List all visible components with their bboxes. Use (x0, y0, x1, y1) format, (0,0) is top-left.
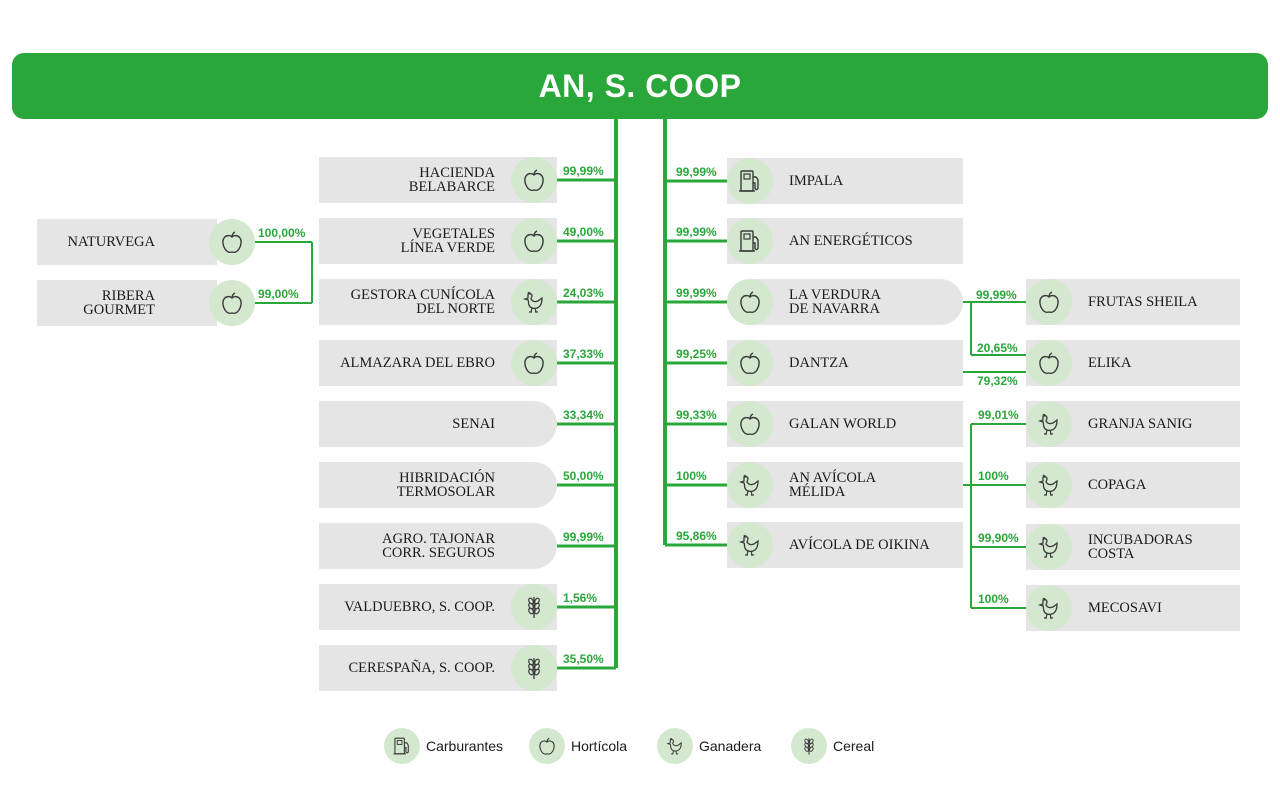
company-box: HIBRIDACIÓN TERMOSOLAR (319, 462, 557, 508)
apple-icon (1026, 279, 1072, 325)
percentage-label: 49,00% (563, 225, 604, 239)
hen-icon (1026, 401, 1072, 447)
percentage-label: 100% (676, 469, 707, 483)
apple-icon (727, 401, 773, 447)
apple-icon (1026, 340, 1072, 386)
company-name: VALDUEBRO, S. COOP. (344, 599, 495, 615)
percentage-label: 99,90% (978, 531, 1019, 545)
company-name: GESTORA CUNÍCOLA DEL NORTE (350, 287, 495, 317)
percentage-label: 99,99% (676, 225, 717, 239)
fuel-icon (384, 728, 420, 764)
hen-icon (1026, 585, 1072, 631)
hen-icon (1026, 462, 1072, 508)
hen-icon (727, 462, 773, 508)
company-box: SENAI (319, 401, 557, 447)
hen-icon (511, 279, 557, 325)
company-name: RIBERA GOURMET (83, 288, 155, 318)
apple-icon (727, 279, 773, 325)
apple-icon (529, 728, 565, 764)
company-name: FRUTAS SHEILA (1088, 294, 1198, 310)
fuel-icon (727, 218, 773, 264)
apple-icon (209, 219, 255, 265)
apple-icon (209, 280, 255, 326)
apple-icon (727, 340, 773, 386)
wheat-icon (791, 728, 827, 764)
company-name: CERESPAÑA, S. COOP. (348, 660, 495, 676)
company-name: GALAN WORLD (789, 416, 897, 432)
company-name: MECOSAVI (1088, 600, 1162, 616)
percentage-label: 99,00% (258, 287, 299, 301)
legend-label: Hortícola (571, 738, 628, 754)
percentage-label: 79,32% (977, 374, 1018, 388)
percentage-label: 99,99% (563, 530, 604, 544)
company-name: AGRO. TAJONAR CORR. SEGUROS (382, 531, 495, 561)
percentage-label: 37,33% (563, 347, 604, 361)
legend-label: Cereal (833, 738, 875, 754)
percentage-label: 99,99% (563, 164, 604, 178)
percentage-label: 35,50% (563, 652, 604, 666)
company-box: NATURVEGA (37, 219, 217, 265)
percentage-label: 100% (978, 592, 1009, 606)
percentage-label: 99,99% (676, 165, 717, 179)
legend-label: Ganadera (699, 738, 762, 754)
company-name: AVÍCOLA DE OIKINA (789, 537, 930, 553)
percentage-label: 99,99% (976, 288, 1017, 302)
company-name: VEGETALES LÍNEA VERDE (400, 226, 495, 256)
wheat-icon (511, 584, 557, 630)
company-name: LA VERDURA DE NAVARRA (789, 287, 881, 317)
company-name: INCUBADORAS COSTA (1088, 532, 1193, 562)
percentage-label: 99,99% (676, 286, 717, 300)
percentage-label: 99,01% (978, 408, 1019, 422)
company-name: SENAI (452, 416, 495, 432)
company-name: AN AVÍCOLA MÉLIDA (789, 470, 877, 500)
percentage-label: 20,65% (977, 341, 1018, 355)
apple-icon (511, 340, 557, 386)
company-name: DANTZA (789, 355, 849, 371)
company-name: ALMAZARA DEL EBRO (340, 355, 495, 371)
legend-item: Cereal (791, 728, 874, 764)
company-name: HACIENDA BELABARCE (408, 165, 495, 195)
fuel-icon (727, 158, 773, 204)
apple-icon (511, 157, 557, 203)
company-box: AGRO. TAJONAR CORR. SEGUROS (319, 523, 557, 569)
percentage-label: 24,03% (563, 286, 604, 300)
company-name: GRANJA SANIG (1088, 416, 1193, 432)
legend-item: Carburantes (384, 728, 503, 764)
company-name: COPAGA (1088, 477, 1147, 493)
percentage-label: 99,25% (676, 347, 717, 361)
header-bar: AN, S. COOP (12, 53, 1268, 119)
percentage-label: 95,86% (676, 529, 717, 543)
hen-icon (657, 728, 693, 764)
legend-label: Carburantes (426, 738, 504, 754)
hen-icon (1026, 524, 1072, 570)
percentage-label: 100,00% (258, 226, 306, 240)
legend-item: Ganadera (657, 728, 761, 764)
company-name: IMPALA (789, 173, 844, 189)
company-name: AN ENERGÉTICOS (789, 233, 913, 249)
company-name: HIBRIDACIÓN TERMOSOLAR (396, 470, 495, 500)
company-name: NATURVEGA (67, 234, 155, 250)
percentage-label: 50,00% (563, 469, 604, 483)
wheat-icon (511, 645, 557, 691)
hen-icon (727, 522, 773, 568)
legend-item: Hortícola (529, 728, 627, 764)
percentage-label: 100% (978, 469, 1009, 483)
company-name: ELIKA (1088, 355, 1132, 371)
page-title: AN, S. COOP (538, 67, 742, 104)
percentage-label: 1,56% (563, 591, 598, 605)
percentage-label: 99,33% (676, 408, 717, 422)
apple-icon (511, 218, 557, 264)
company-box: RIBERA GOURMET (37, 280, 217, 326)
percentage-label: 33,34% (563, 408, 604, 422)
